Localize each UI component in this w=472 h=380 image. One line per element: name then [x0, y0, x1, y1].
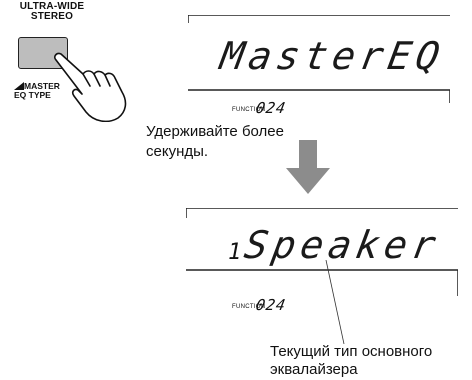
button-bottom-label-line1-text: MASTER [24, 81, 60, 91]
display-before-function-number: 024 [254, 99, 288, 117]
button-bottom-label-line2: EQ TYPE [14, 90, 51, 100]
callout-line1: Текущий тип основного [270, 343, 433, 360]
display-after-function-number: 024 [254, 296, 288, 314]
display-before-main-text: MasterEQ [217, 34, 448, 78]
instruction-text: Удерживайте более секунды. [146, 122, 306, 162]
button-top-label-line1: ULTRA-WIDE [19, 1, 85, 12]
display-before-function-label: FUNCTION [232, 107, 266, 113]
display-after-prefix: 1 [228, 240, 242, 265]
pressing-hand-icon [54, 52, 127, 122]
display-after-frame [186, 208, 458, 296]
button-top-label: ULTRA-WIDE STEREO [0, 2, 104, 22]
shift-wedge-icon [14, 82, 24, 90]
display-after-function-label: FUNCTION [232, 304, 266, 310]
button-bottom-label-line1: MASTER [14, 82, 60, 91]
button-bottom-label: MASTER EQ TYPE [14, 82, 60, 100]
down-arrow-icon [286, 140, 330, 194]
callout-text: Текущий тип основного эквалайзера [270, 343, 470, 379]
instruction-line2: секунды. [146, 143, 209, 160]
callout-line2: эквалайзера [270, 361, 358, 378]
instruction-line1: Удерживайте более [146, 123, 284, 140]
button-top-label-line2: STEREO [30, 11, 74, 22]
callout-leader-line [325, 260, 345, 344]
display-before-frame [188, 15, 450, 103]
